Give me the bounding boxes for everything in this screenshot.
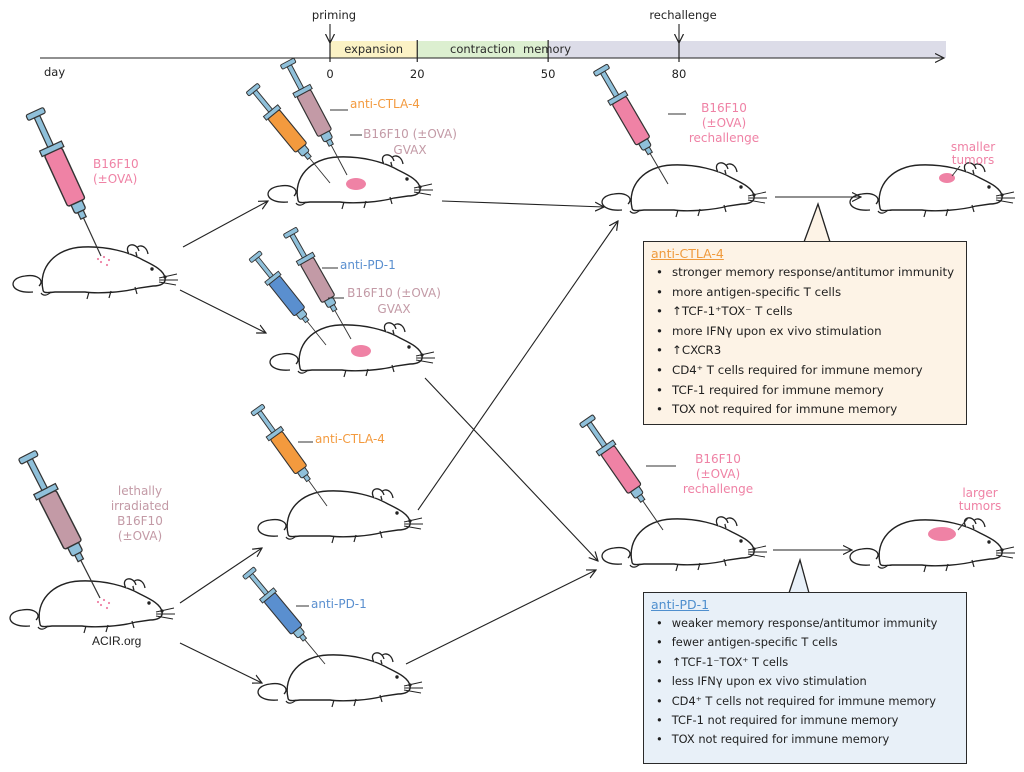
injection-label: (±OVA)	[93, 172, 137, 186]
tumor-cell-dot	[107, 601, 111, 605]
tumor-cell-dot	[96, 600, 100, 604]
rechallenge-label: (±OVA)	[696, 467, 740, 481]
finding-item: CD4⁺ T cells required for immune memory	[656, 361, 960, 381]
tumor-icon	[939, 173, 955, 183]
finding-item: TOX not required for immune memory	[656, 730, 960, 749]
finding-item: ↑TCF-1⁺TOX⁻ T cells	[656, 302, 960, 322]
flow-arrow	[179, 642, 262, 683]
outcome-label: larger	[962, 486, 997, 500]
vaccine-label: GVAX	[377, 302, 410, 316]
injection-label: (±OVA)	[118, 529, 162, 543]
outcome-label: tumors	[952, 153, 995, 167]
mouse-icon	[12, 244, 179, 300]
timeline-phase-band	[548, 41, 946, 58]
mouse-icon	[601, 162, 768, 218]
timeline-phase-label: expansion	[344, 42, 403, 56]
timeline-tick-label: 0	[326, 67, 333, 81]
tumor-cell-dot	[107, 258, 111, 262]
mouse-icon	[849, 162, 1016, 218]
label-leader-line	[957, 517, 969, 531]
finding-item: TOX not required for immune memory	[656, 400, 960, 420]
vaccine-label: B16F10 (±OVA)	[363, 127, 457, 141]
panel-title-anti-ctla4: anti-CTLA-4	[651, 246, 724, 261]
timeline-event-label: priming	[312, 8, 356, 22]
finding-item: more antigen-specific T cells	[656, 283, 960, 303]
rechallenge-label: B16F10	[695, 452, 741, 466]
syringe-icon	[240, 565, 333, 671]
flow-arrow	[424, 377, 598, 561]
injection-label: B16F10	[93, 157, 139, 171]
tumor-cell-dot	[99, 260, 103, 264]
finding-item: more IFNγ upon ex vivo stimulation	[656, 322, 960, 342]
callout-pointer	[803, 201, 831, 243]
tumor-icon	[346, 178, 366, 190]
tumor-cell-dot	[99, 603, 103, 607]
timeline-tick-label: 80	[672, 67, 687, 81]
flow-arrow	[405, 570, 596, 665]
tumor-icon	[351, 345, 371, 357]
finding-item: weaker memory response/antitumor immunit…	[656, 614, 960, 633]
callout-pointer	[788, 557, 810, 594]
finding-item: TCF-1 required for immune memory	[656, 381, 960, 401]
drug-label: anti-CTLA-4	[315, 432, 385, 446]
rechallenge-label: B16F10	[701, 101, 747, 115]
timeline-tick-label: 50	[541, 67, 556, 81]
timeline-event-label: rechallenge	[649, 8, 716, 22]
flow-arrow	[182, 201, 268, 248]
outcome-label: smaller	[951, 140, 995, 154]
tumor-cell-dot	[102, 598, 106, 602]
injection-label: B16F10	[117, 514, 163, 528]
tumor-cell-dot	[102, 255, 106, 259]
rechallenge-label: rechallenge	[683, 482, 753, 496]
timeline-phase-band	[330, 41, 418, 58]
panel-title-anti-pd1: anti-PD-1	[651, 597, 710, 612]
finding-item: fewer antigen-specific T cells	[656, 633, 960, 652]
rechallenge-label: (±OVA)	[702, 116, 746, 130]
tumor-cell-dot	[96, 257, 100, 261]
watermark: ACIR.org	[92, 634, 142, 648]
mouse-icon	[257, 652, 424, 708]
outcome-label: tumors	[959, 499, 1002, 513]
finding-item: ↑CXCR3	[656, 341, 960, 361]
anti-ctla4-findings-list: stronger memory response/antitumor immun…	[656, 263, 960, 420]
injection-label: irradiated	[111, 499, 169, 513]
flow-arrow	[179, 289, 266, 333]
timeline-phase-label: contraction	[450, 42, 515, 56]
anti-pd1-outcome-panel: anti-PD-1 weaker memory response/antitum…	[643, 592, 967, 764]
flow-arrow	[441, 200, 604, 207]
flow-arrow	[417, 221, 618, 511]
vaccine-label: GVAX	[393, 143, 426, 157]
syringe-icon	[577, 412, 672, 537]
drug-label: anti-PD-1	[340, 258, 396, 272]
mouse-icon	[849, 517, 1016, 573]
injection-label: lethally	[118, 484, 162, 498]
flow-arrow	[179, 548, 262, 604]
drug-label: anti-CTLA-4	[350, 97, 420, 111]
finding-item: less IFNγ upon ex vivo stimulation	[656, 672, 960, 691]
timeline-axis-label: day	[44, 65, 65, 79]
drug-label: anti-PD-1	[311, 597, 367, 611]
mouse-icon	[257, 488, 424, 544]
vaccine-label: B16F10 (±OVA)	[347, 286, 441, 300]
timeline-phase-label: memory	[523, 42, 571, 56]
anti-pd1-findings-list: weaker memory response/antitumor immunit…	[656, 614, 960, 750]
mouse-icon	[601, 516, 768, 572]
label-leader-line	[951, 165, 961, 177]
timeline-tick-label: 20	[410, 67, 425, 81]
finding-item: TCF-1 not required for immune memory	[656, 711, 960, 730]
rechallenge-label: rechallenge	[689, 131, 759, 145]
syringe-icon	[15, 448, 112, 605]
anti-ctla4-outcome-panel: anti-CTLA-4 stronger memory response/ant…	[643, 241, 967, 425]
tumor-cell-dot	[105, 606, 109, 610]
timeline-phase-band	[417, 41, 549, 58]
finding-item: stronger memory response/antitumor immun…	[656, 263, 960, 283]
tumor-icon	[928, 527, 956, 541]
mouse-icon	[9, 578, 176, 634]
tumor-cell-dot	[105, 263, 109, 267]
finding-item: CD4⁺ T cells not required for immune mem…	[656, 692, 960, 711]
finding-item: ↑TCF-1⁻TOX⁺ T cells	[656, 653, 960, 672]
